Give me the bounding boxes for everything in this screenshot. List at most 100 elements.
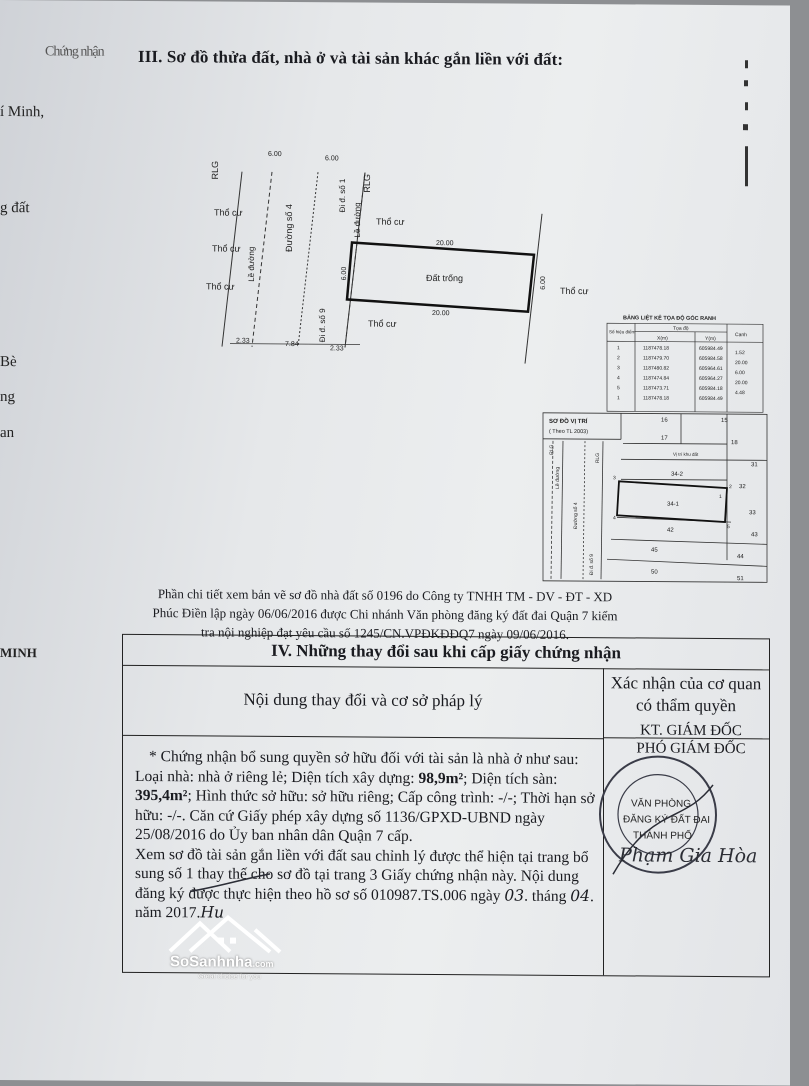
map-lot-number: 16 [661,418,668,424]
plan-line [221,171,243,347]
dimension-label: 2.33 [330,345,344,352]
lot-dimension: 6.00 [540,276,547,290]
map-sidewalk-label: Lề đường [555,467,561,489]
map-lot-number: 44 [737,554,744,560]
plan-line [524,213,543,364]
map-line [606,558,768,567]
margin-fragment: an [0,425,15,442]
table-border [606,322,764,413]
handwritten-day: 03 [504,886,525,905]
coordinate-table: BẢNG LIỆT KÊ TỌA ĐỘ GÓC RANH Số hiệu điể… [606,313,764,413]
tho-cu-label: Thổ cư [212,243,241,253]
handwritten-month: 04 [570,886,590,905]
lot-boundary [345,241,536,314]
brand-name: SoSanhnha [170,953,253,971]
map-point: 1 [719,494,722,500]
map-lot-number: 34-2 [671,472,684,478]
map-line [621,478,727,481]
dimension-line [230,343,360,345]
map-point: 3 [613,475,616,481]
plan-line [251,171,273,347]
document-page: Chứng nhận III. Sơ đồ thửa đất, nhà ở và… [0,0,790,1086]
stamp-text: VĂN PHÒNG [631,796,691,809]
coord-cell: 1187479.70 [643,355,669,361]
house-icon [168,914,282,954]
coord-cell: 4 [617,375,620,381]
margin-stamp-fragment [743,60,748,187]
map-lot-number: 50 [651,570,658,576]
stamp-ring [617,773,699,856]
map-line [621,458,767,461]
coord-cell: 605984.58 [699,356,723,362]
signature-stroke [612,784,714,875]
location-map: SƠ ĐỒ VỊ TRÍ ( Theo TL 2003) 16 15 17 18… [542,412,768,583]
map-lot-number: 42 [667,528,674,534]
target-lot [616,480,728,524]
tho-cu-label: Thổ cư [376,217,405,227]
dimension-label: 6.00 [268,151,282,158]
table-header: Cạnh [735,332,747,338]
coord-cell: 1187473.71 [643,385,669,391]
rlg-label: RLG [362,174,372,193]
watermark-tagline: Great choice for you [198,973,262,981]
stamp-mark [745,60,748,69]
column-header-changes: Nội dung thay đổi và cơ sở pháp lý [123,664,604,740]
handwritten-stroke [189,873,271,893]
dimension-label: 7.84 [285,341,299,348]
coord-cell: 1 [617,395,620,401]
map-lot-number: 15 [721,418,728,424]
dimension-label: 2.33 [236,338,250,345]
map-lot-number: 33 [749,510,756,516]
margin-fragment: í Minh, [0,104,45,121]
coord-cell: 1187478.18 [643,345,669,351]
margin-fragment: MINH [0,645,37,661]
change-paragraph: * Chứng nhận bổ sung quyền sở hữu đối vớ… [135,747,600,848]
text-run: . tháng [524,887,571,905]
map-line [550,440,554,579]
signer-name: Phạm Gia Hòa [619,844,758,868]
map-lot-number: 43 [751,532,758,538]
plan-line [297,172,319,348]
map-rlg-label: RLG [549,444,555,454]
pen-stroke [189,873,271,893]
margin-fragment: Bè [0,354,17,371]
table-subheader: X(m) [657,336,668,342]
road-direction-label: Đi đ. số 9 [318,308,327,342]
section-3-title: III. Sơ đồ thửa đất, nhà ở và tài sản kh… [138,46,564,69]
map-line [560,440,564,579]
map-line [543,438,621,440]
coord-cell: 4.48 [735,390,745,396]
section-4-table: IV. Những thay đổi sau khi cấp giấy chứn… [122,633,770,978]
coord-cell: 1187478.18 [643,395,669,401]
map-marker-label: Vị trí khu đất [673,452,699,457]
tho-cu-label: Thổ cư [214,207,243,217]
map-lot-number: 31 [751,462,758,468]
map-subtitle: ( Theo TL 2003) [549,429,588,435]
window-shape [218,937,224,944]
stamp-mark [745,146,748,187]
rlg-label: RLG [210,161,220,180]
tho-cu-label: Thổ cư [560,286,589,296]
lot-dimension: 6.00 [341,267,348,281]
table-line [607,340,763,343]
map-line [582,441,586,580]
road-direction-label: Đi đ. số 1 [338,178,347,212]
coord-cell: 20.00 [735,360,748,366]
coord-table-title: BẢNG LIỆT KÊ TỌA ĐỘ GÓC RANH [623,313,716,322]
land-plot-plan: RLG RLG 6.00 6.00 Đường số 4 Đi đ. số 1 … [206,151,589,364]
map-lot-number: 34-1 [667,502,680,508]
tho-cu-label: Thổ cư [206,281,235,291]
roof-shape [168,914,282,954]
margin-fragment: g đất [0,200,30,217]
sidewalk-label: Lề đường [247,247,256,282]
official-stamp: VĂN PHÒNG ĐĂNG KÝ ĐẤT ĐAI THÀNH PHỐ [599,755,717,875]
map-lot-number: 45 [651,548,658,554]
lot-label: Đất trống [426,273,463,283]
coord-cell: 605964.61 [699,366,723,372]
coord-cell: 6.00 [735,370,745,376]
coord-cell: 1187474.84 [643,375,669,381]
map-lot-number: 32 [739,484,746,490]
plan-line [344,172,366,348]
map-line [623,442,727,445]
